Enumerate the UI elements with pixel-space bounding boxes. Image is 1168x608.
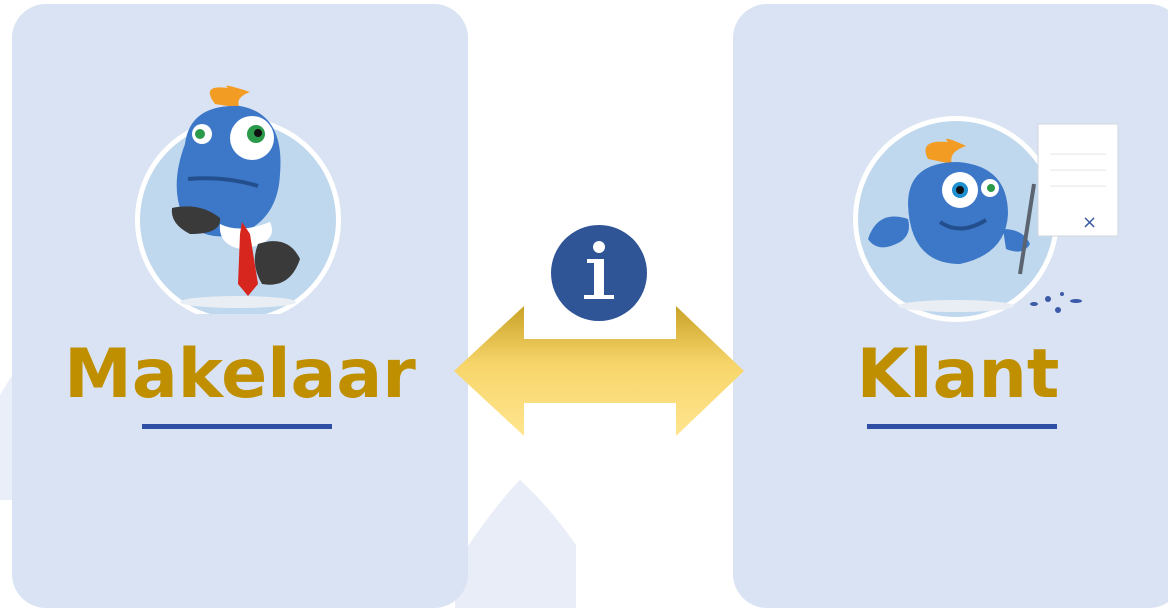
businessman-fish-icon xyxy=(135,85,341,314)
makelaar-underline xyxy=(142,424,332,429)
klant-title: Klant xyxy=(856,335,1060,414)
client-fish-signing-icon: × xyxy=(853,116,1119,322)
double-arrow-icon xyxy=(454,306,744,436)
klant-underline xyxy=(867,424,1057,429)
klant-panel: × Klant xyxy=(733,4,1168,608)
makelaar-title: Makelaar xyxy=(64,335,416,414)
info-icon xyxy=(551,225,647,321)
makelaar-panel: Makelaar xyxy=(12,4,468,608)
svg-text:×: × xyxy=(1082,212,1097,233)
